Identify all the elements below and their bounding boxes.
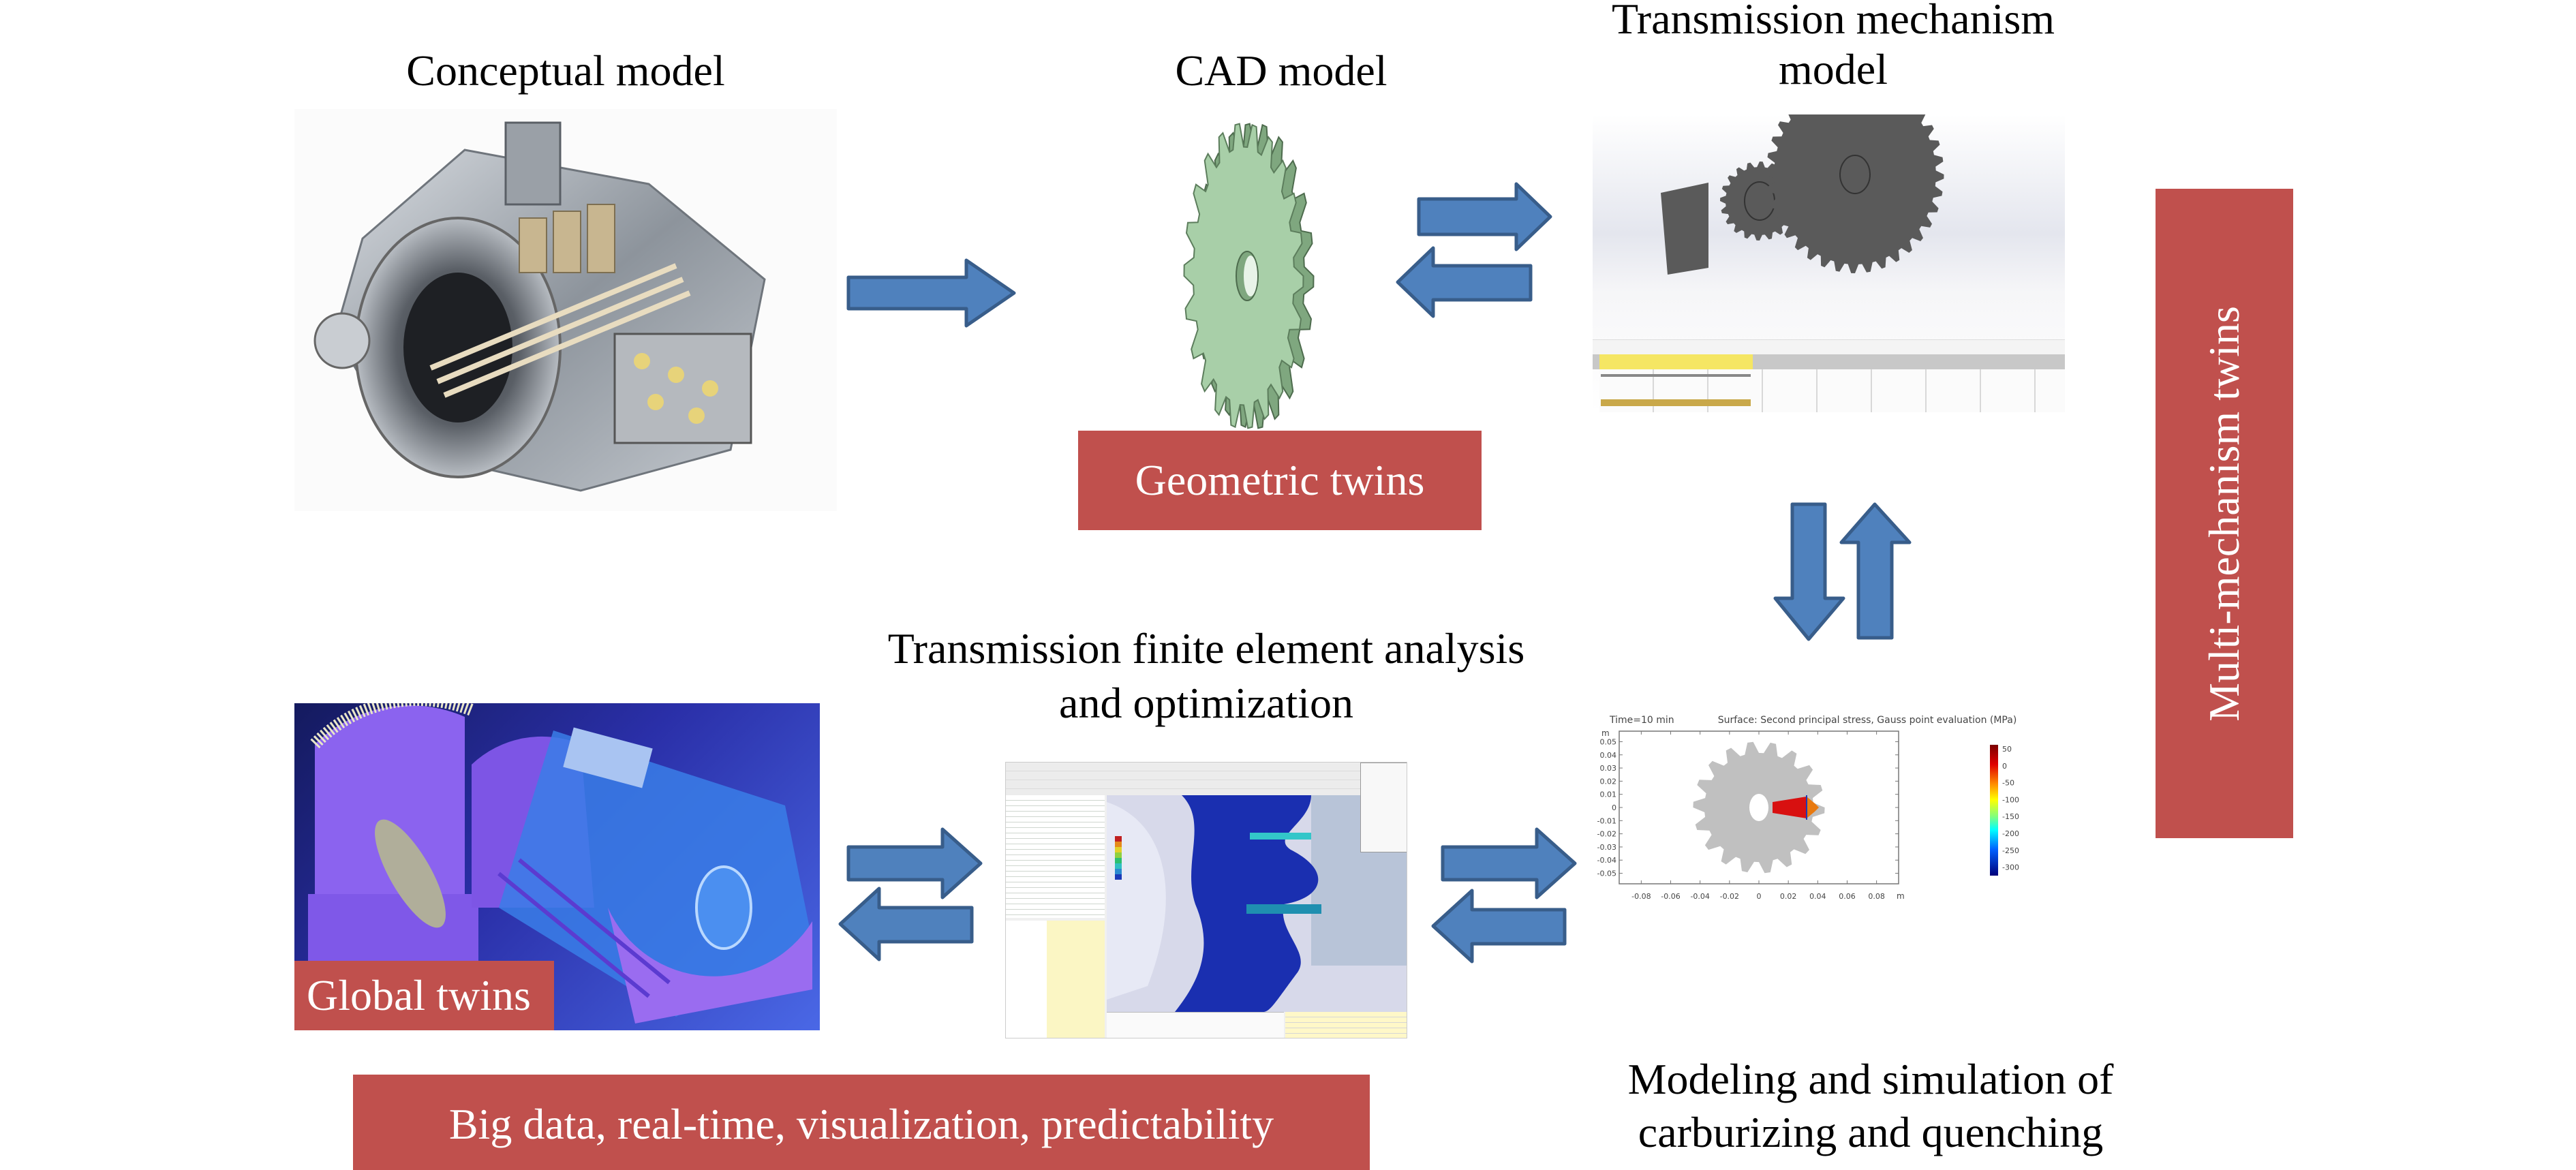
x-tick-label: 0.06 [1839,892,1856,901]
mechanism-model-title-line2: model [1779,45,1888,93]
colorbar-tick-label: -300 [2002,863,2019,872]
colorbar-tick-label: -100 [2002,795,2019,804]
y-tick-label: 0.05 [1600,737,1617,746]
fea-legend [1115,836,1122,880]
x-tick-label: -0.08 [1631,892,1651,901]
fea-tabular-data [1285,1012,1407,1038]
meshing-gears-motion-study-image [1593,114,2065,412]
arrow-up-carburizing-to-mechanism [1839,502,1912,640]
arrow-left-carburizing-to-fea [1431,889,1567,964]
timeline-key-bar-top [1601,374,1751,377]
y-tick-label: 0 [1612,803,1616,812]
y-tick-label: 0.04 [1600,751,1617,760]
geometric-twins-label: Geometric twins [1078,431,1482,530]
arrow-right-cad-to-mechanism [1417,182,1552,251]
gear-bore-inner [1244,256,1257,296]
y-tick-label: 0.02 [1600,777,1617,786]
stress-contour-plot: Time=10 min Surface: Second principal st… [1595,705,2113,1026]
timeline-highlight [1599,354,1753,369]
colorbar-tick-label: -150 [2002,812,2019,821]
y-tick-label: 0.01 [1600,790,1617,799]
timeline-key-bar [1601,399,1751,406]
stress-edge-region [1807,797,1819,818]
arrow-left-fea-to-global [838,887,974,961]
fea-side-dialog [1360,763,1407,852]
global-twins-label: Global twins [294,961,554,1030]
x-tick-label: 0.02 [1780,892,1797,901]
colorbar-tick-label: -250 [2002,846,2019,855]
transmission-cutaway-image [294,109,837,511]
plot-title: Surface: Second principal stress, Gauss … [1718,715,2017,726]
geometric-twins-text: Geometric twins [1135,456,1425,504]
colorbar-tick-label: 50 [2002,745,2012,754]
x-tick-label: 0.04 [1809,892,1826,901]
conceptual-model-title: Conceptual model [406,46,725,95]
y-tick-label: -0.03 [1597,843,1616,852]
large-gear-bore [1839,155,1871,194]
x-tick-label: -0.06 [1661,892,1680,901]
cad-model-title: CAD model [1175,46,1387,95]
stress-hot-region [1773,797,1815,818]
y-tick-label: -0.04 [1597,856,1616,865]
y-tick-label: 0.03 [1600,764,1617,773]
plot-y-unit: m [1601,728,1610,738]
y-tick-label: -0.01 [1597,816,1616,825]
fea-details-pane [1006,921,1105,1038]
motion-study-toolbar [1593,339,2065,355]
big-data-banner: Big data, real-time, visualization, pred… [353,1075,1370,1170]
multi-mechanism-twins-label: Multi-mechanism twins [2156,189,2293,838]
colorbar [1990,745,1998,876]
arrow-right-fea-to-carburizing [1441,827,1577,899]
global-twins-text: Global twins [307,971,531,1019]
gear-shaft-block [1661,183,1708,275]
carburizing-title-line1: Modeling and simulation of [1627,1055,2114,1103]
arrow-left-mechanism-to-cad [1396,246,1533,318]
fea-title-line1: Transmission finite element analysis [887,624,1525,673]
arrow-right-global-to-fea [846,827,983,899]
plot-time-label: Time=10 min [1609,715,1674,726]
x-tick-label: 0.08 [1868,892,1885,901]
y-tick-label: -0.05 [1597,869,1616,878]
big-data-banner-text: Big data, real-time, visualization, pred… [448,1100,1274,1148]
fea-graph-pane [1107,1012,1284,1038]
colorbar-tick-label: 0 [2002,762,2007,771]
mechanism-model-title-line1: Transmission mechanism [1611,0,2055,43]
colorbar-tick-label: -50 [2002,779,2014,788]
multi-mechanism-twins-text: Multi-mechanism twins [2200,305,2248,722]
fea-menu-bar [1006,763,1407,795]
stress-gear-bore [1749,794,1768,821]
y-tick-label: -0.02 [1597,830,1616,839]
plot-x-unit: m [1897,891,1905,901]
fea-outline-tree [1006,795,1105,918]
fea-title-line2: and optimization [1059,679,1353,727]
carburizing-title-line2: carburizing and quenching [1638,1108,2104,1156]
arrow-down-mechanism-to-carburizing [1773,502,1845,641]
fea-viewport [1107,795,1407,1012]
x-tick-label: 0 [1757,892,1762,901]
arrow-right-conceptual-to-cad [846,258,1016,328]
x-tick-label: -0.02 [1720,892,1739,901]
green-spur-gear-cad-image [1118,116,1377,436]
x-tick-label: -0.04 [1690,892,1709,901]
fea-software-screenshot-image [1005,762,1407,1038]
colorbar-tick-label: -200 [2002,829,2019,838]
